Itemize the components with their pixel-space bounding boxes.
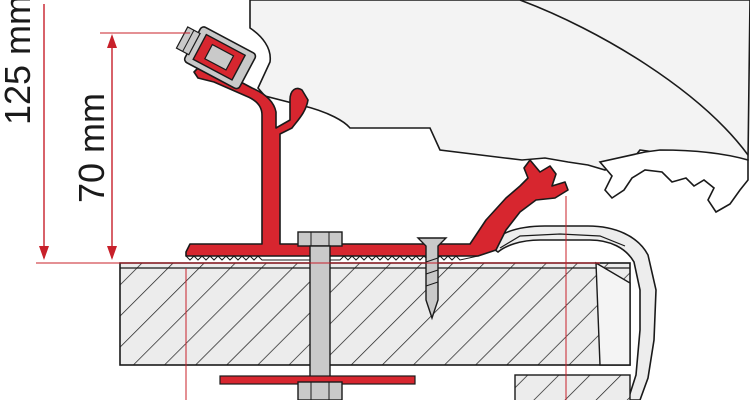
roof-panel-end-cap [595,261,631,366]
awning-claw-profile [598,149,749,214]
dim-125-label: 125 mm [0,0,38,125]
screw-thread [425,281,439,287]
bolt-nut [297,381,343,400]
awning-cassette-profile [249,0,750,176]
screw-thread [425,257,439,263]
dim-125-arrow-bottom [39,246,49,260]
roof-edge-profile [486,225,657,400]
bolt-head [297,231,343,247]
wood-screw [416,237,448,321]
awning-roof-curve [519,0,749,156]
wall-lower-block [514,374,631,400]
dim-70-arrow-bottom [107,246,117,260]
clamp-assembly [175,26,257,90]
bolt-shaft [309,245,331,397]
dim-70-label: 70 mm [71,93,112,203]
dim-70-arrow-top [107,34,117,48]
screw-thread [425,269,439,275]
roof-panel [119,262,631,366]
roof-edge-inner [499,233,626,249]
